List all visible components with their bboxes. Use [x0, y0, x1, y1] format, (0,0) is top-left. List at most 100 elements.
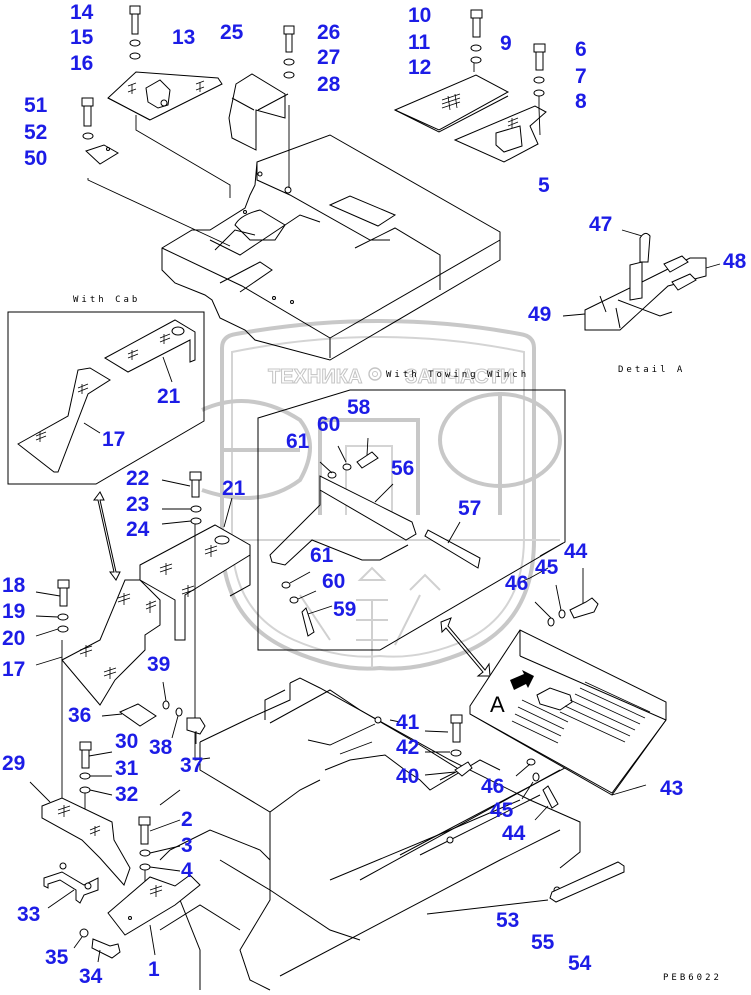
callout-44-upper[interactable]: 44	[564, 540, 588, 563]
floor-frame-lower	[159, 677, 625, 991]
callout-38[interactable]: 38	[149, 736, 173, 759]
callout-5[interactable]: 5	[538, 174, 550, 197]
bolt-34	[91, 938, 121, 959]
callout-27[interactable]: 27	[317, 46, 340, 69]
part-36-bracket	[118, 703, 157, 727]
callout-49[interactable]: 49	[528, 303, 551, 326]
callout-24[interactable]: 24	[126, 518, 150, 541]
watermark-letter-p	[318, 418, 420, 515]
callout-13[interactable]: 13	[172, 26, 195, 49]
double-arrow-cab	[93, 491, 121, 581]
part-43-cover: A	[469, 629, 667, 796]
callout-45-lower[interactable]: 45	[490, 799, 514, 822]
watermark-text-left: ТЕХНИКА	[268, 366, 362, 388]
callout-30[interactable]: 30	[115, 730, 138, 753]
callout-11[interactable]: 11	[408, 31, 431, 54]
callout-32[interactable]: 32	[115, 783, 138, 806]
callout-43[interactable]: 43	[660, 777, 683, 800]
callout-54[interactable]: 54	[568, 952, 592, 975]
watermark-logo: ТЕХНИКА ЗАПЧАСТИ	[200, 319, 562, 671]
watermark-letter-e	[201, 399, 312, 500]
part-5-step	[453, 105, 547, 163]
caption-with-towing-winch: With Towing Winch	[386, 370, 529, 380]
callout-1[interactable]: 1	[148, 958, 160, 981]
part-50-plate	[85, 144, 119, 165]
watermark-text-right: ЗАПЧАСТИ	[405, 366, 515, 388]
callout-29[interactable]: 29	[2, 752, 25, 775]
detail-a-latch	[584, 232, 707, 331]
callout-53[interactable]: 53	[496, 909, 519, 932]
callout-20[interactable]: 20	[2, 627, 25, 650]
callout-60-upper[interactable]: 60	[317, 413, 340, 436]
callout-61-lower[interactable]: 61	[310, 544, 334, 567]
fasteners-top	[81, 5, 546, 140]
part-29-step	[41, 797, 131, 886]
part-25-cover	[228, 73, 289, 151]
callout-61-upper[interactable]: 61	[286, 430, 310, 453]
callout-45-upper[interactable]: 45	[535, 556, 559, 579]
callout-19[interactable]: 19	[2, 600, 25, 623]
callout-60-lower[interactable]: 60	[322, 570, 345, 593]
callout-22[interactable]: 22	[126, 467, 149, 490]
callout-52[interactable]: 52	[24, 121, 47, 144]
arrow-detail-a-icon	[510, 670, 534, 690]
callout-46-lower[interactable]: 46	[481, 775, 504, 798]
callout-37[interactable]: 37	[180, 754, 203, 777]
part-33-bracket	[43, 862, 99, 904]
callout-58[interactable]: 58	[347, 396, 371, 419]
callout-17-main[interactable]: 17	[2, 658, 25, 681]
callout-34[interactable]: 34	[79, 965, 103, 988]
part-17-step	[61, 579, 161, 706]
callout-28[interactable]: 28	[317, 73, 341, 96]
callout-59[interactable]: 59	[333, 598, 356, 621]
callout-4[interactable]: 4	[181, 859, 193, 882]
callout-16[interactable]: 16	[70, 52, 93, 75]
fasteners-left	[57, 471, 202, 871]
callout-47[interactable]: 47	[589, 213, 612, 236]
callout-17-inset[interactable]: 17	[102, 428, 125, 451]
part-13-bracket	[107, 71, 223, 121]
callout-48[interactable]: 48	[723, 250, 747, 273]
gear-icon	[368, 367, 382, 381]
callout-39[interactable]: 39	[147, 653, 170, 676]
callout-15[interactable]: 15	[70, 26, 94, 49]
caption-detail-a: Detail A	[618, 365, 685, 375]
callout-44-lower[interactable]: 44	[502, 822, 526, 845]
callout-10[interactable]: 10	[408, 4, 431, 27]
caption-with-cab: With Cab	[73, 295, 140, 305]
callout-56[interactable]: 56	[391, 457, 414, 480]
callout-40[interactable]: 40	[396, 765, 419, 788]
callout-3[interactable]: 3	[181, 834, 193, 857]
callout-51[interactable]: 51	[24, 94, 48, 117]
callout-57[interactable]: 57	[458, 497, 481, 520]
callout-36[interactable]: 36	[68, 704, 91, 727]
callout-8[interactable]: 8	[575, 90, 587, 113]
callout-6[interactable]: 6	[575, 38, 587, 61]
with-cab-inset	[7, 311, 205, 485]
bolt-44-upper	[569, 597, 599, 619]
callout-50[interactable]: 50	[24, 147, 47, 170]
callout-14[interactable]: 14	[70, 1, 94, 24]
callout-2[interactable]: 2	[181, 808, 193, 831]
callout-9[interactable]: 9	[500, 32, 512, 55]
callout-41[interactable]: 41	[396, 711, 420, 734]
callout-31[interactable]: 31	[115, 757, 139, 780]
callout-25[interactable]: 25	[220, 21, 244, 44]
part-9-plate	[393, 74, 510, 133]
callout-42[interactable]: 42	[396, 736, 419, 759]
callout-18[interactable]: 18	[2, 574, 26, 597]
callout-21-main[interactable]: 21	[222, 477, 246, 500]
callout-26[interactable]: 26	[317, 21, 340, 44]
part-1-floor-bracket	[107, 874, 201, 936]
callout-23[interactable]: 23	[126, 493, 149, 516]
callout-21-inset[interactable]: 21	[157, 385, 181, 408]
callout-46-upper[interactable]: 46	[505, 572, 528, 595]
callout-55[interactable]: 55	[531, 931, 555, 954]
fasteners-lower-right	[450, 714, 559, 809]
callout-7[interactable]: 7	[575, 65, 587, 88]
callout-33[interactable]: 33	[17, 903, 40, 926]
callout-35[interactable]: 35	[45, 946, 69, 969]
callout-12[interactable]: 12	[408, 56, 431, 79]
